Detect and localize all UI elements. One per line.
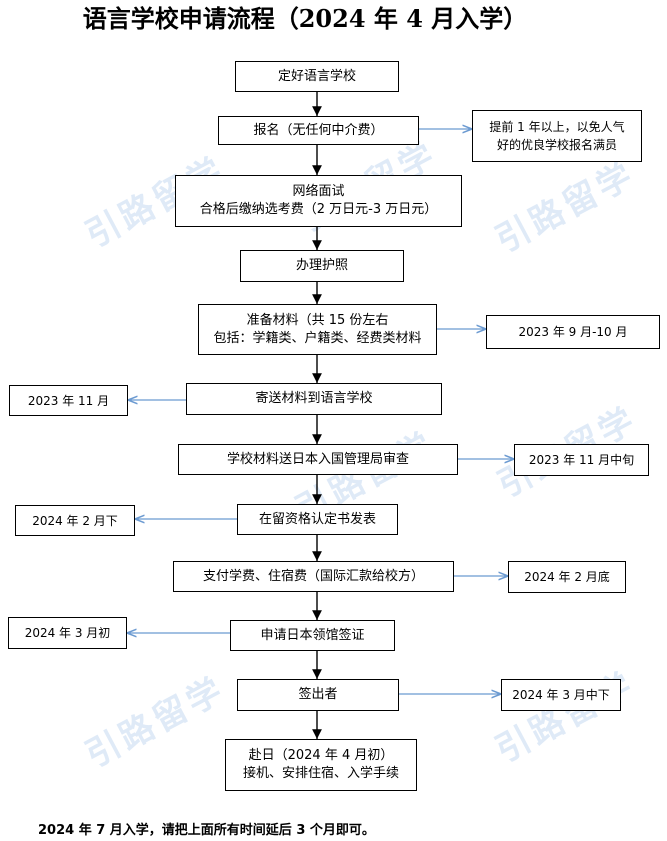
note-2024-end-feb: 2024 年 2 月底 [508,561,626,593]
note-2023-nov: 2023 年 11 月 [9,385,128,416]
step-send-documents: 寄送材料到语言学校 [186,383,442,415]
step-choose-school: 定好语言学校 [235,61,399,92]
step-line: 报名（无任何中介费） [253,122,384,138]
step-line: 支付学费、住宿费（国际汇款给校方） [202,568,424,584]
note-line: 2024 年 3 月初 [24,626,111,640]
step-apply: 报名（无任何中介费） [218,116,419,145]
note-apply-early: 提前 1 年以上，以免人气 好的优良学校报名满员 [472,110,642,162]
step-coe-issued: 在留资格认定书发表 [237,504,398,535]
step-line: 网络面试 [292,184,345,199]
note-2023-sep-oct: 2023 年 9 月-10 月 [486,315,660,349]
note-line: 2023 年 9 月-10 月 [518,325,628,339]
note-2024-early-mar: 2024 年 3 月初 [8,617,127,649]
note-line: 2023 年 11 月中旬 [528,453,635,467]
step-line: 接机、安排住宿、入学手续 [242,766,399,781]
step-line: 签出者 [298,687,338,702]
step-pay-tuition: 支付学费、住宿费（国际汇款给校方） [173,561,454,592]
step-line: 包括：学籍类、户籍类、经费类材料 [213,330,422,346]
footer-note: 2024 年 7 月入学，请把上面所有时间延后 3 个月即可。 [38,823,375,838]
step-visa-issued: 签出者 [237,679,399,711]
step-line: 寄送材料到语言学校 [255,391,373,406]
note-line: 好的优良学校报名满员 [496,138,617,152]
step-line: 学校材料送日本入国管理局审查 [226,451,409,467]
note-line: 2024 年 2 月下 [32,513,118,528]
step-line: 定好语言学校 [277,68,356,84]
note-2023-mid-nov: 2023 年 11 月中旬 [514,444,649,476]
step-passport: 办理护照 [240,250,404,282]
note-line: 提前 1 年以上，以免人气 [489,120,625,134]
note-line: 2023 年 11 月 [27,393,110,408]
step-line: 合格后缴纳选考费（2 万日元-3 万日元） [199,202,438,217]
step-online-interview: 网络面试 合格后缴纳选考费（2 万日元-3 万日元） [175,175,462,227]
step-arrive-japan: 赴日（2024 年 4 月初） 接机、安排住宿、入学手续 [225,739,417,791]
step-apply-visa: 申请日本领馆签证 [230,620,395,651]
step-immigration-review: 学校材料送日本入国管理局审查 [178,444,458,475]
step-line: 办理护照 [295,258,348,273]
side-note-arrows [127,129,514,694]
step-line: 准备材料（共 15 份左右 [246,312,389,328]
note-2024-late-feb: 2024 年 2 月下 [15,505,135,536]
step-line: 赴日（2024 年 4 月初） [248,748,394,763]
step-prepare-documents: 准备材料（共 15 份左右 包括：学籍类、户籍类、经费类材料 [198,304,437,355]
note-line: 2024 年 2 月底 [524,570,610,584]
step-line: 在留资格认定书发表 [258,511,376,527]
step-line: 申请日本领馆签证 [260,627,365,643]
note-line: 2024 年 3 月中下 [512,688,610,702]
page-title: 语言学校申请流程（2024 年 4 月入学） [82,4,528,33]
note-2024-mid-late-mar: 2024 年 3 月中下 [501,679,621,711]
